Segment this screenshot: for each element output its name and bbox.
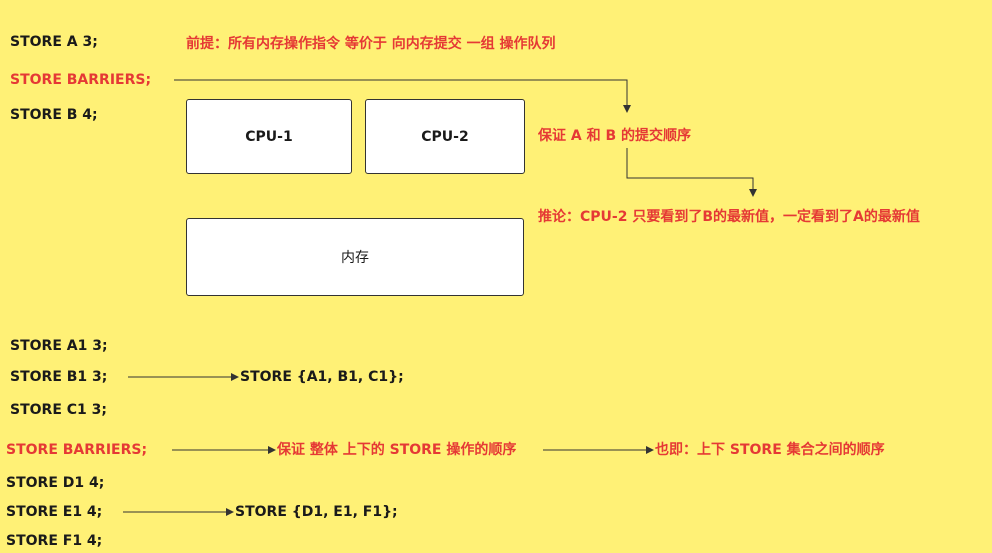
store-a-label: STORE A 3;: [10, 34, 98, 50]
store-group-2-label: STORE {D1, E1, F1};: [235, 504, 398, 520]
cpu-1-box: CPU-1: [186, 99, 352, 174]
store-a1-label: STORE A1 3;: [10, 338, 108, 354]
memory-label: 内存: [341, 250, 369, 266]
guarantee-to-inference-arrow: [626, 148, 757, 197]
cpu-2-label: CPU-2: [421, 128, 469, 145]
inference-label: 推论：CPU-2 只要看到了B的最新值，一定看到了A的最新值: [538, 209, 920, 225]
cpu-2-box: CPU-2: [365, 99, 525, 174]
store-b-label: STORE B 4;: [10, 107, 98, 123]
that-is-label: 也即：上下 STORE 集合之间的顺序: [655, 442, 885, 458]
store-c1-label: STORE C1 3;: [10, 402, 107, 418]
store-e1-label: STORE E1 4;: [6, 504, 103, 520]
store-b1-label: STORE B1 3;: [10, 369, 108, 385]
memory-box: 内存: [186, 218, 524, 296]
store-d1-label: STORE D1 4;: [6, 475, 105, 491]
store-f1-label: STORE F1 4;: [6, 533, 103, 549]
cpu-1-label: CPU-1: [245, 128, 293, 145]
store-barriers-label: STORE BARRIERS;: [10, 72, 152, 88]
store-group-1-label: STORE {A1, B1, C1};: [240, 369, 404, 385]
premise-label: 前提：所有内存操作指令 等价于 向内存提交 一组 操作队列: [186, 36, 556, 52]
guarantee-whole-order-label: 保证 整体 上下的 STORE 操作的顺序: [277, 442, 517, 458]
store-barriers-label-2: STORE BARRIERS;: [6, 442, 148, 458]
guarantee-order-label: 保证 A 和 B 的提交顺序: [538, 128, 692, 144]
barrier-to-guarantee-arrow: [174, 79, 631, 113]
